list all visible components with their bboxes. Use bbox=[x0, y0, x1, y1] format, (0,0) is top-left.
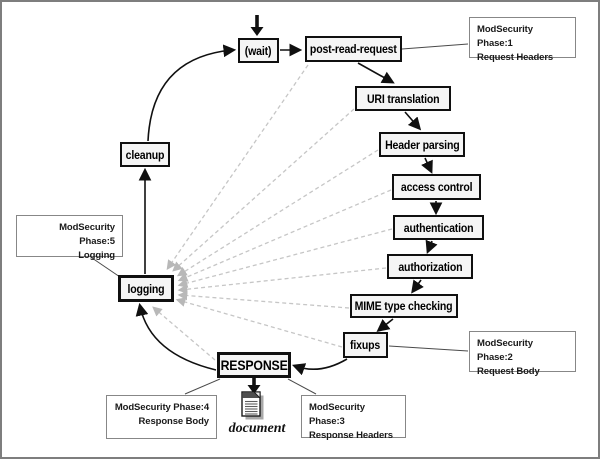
note-modsecurity-phase4: ModSecurity Phase:4 Response Body bbox=[106, 395, 217, 439]
connector-phase3-note bbox=[287, 378, 317, 395]
dashed-ray-authentication-to-logging bbox=[177, 228, 393, 288]
arrow-response-to-logging bbox=[135, 302, 217, 371]
node-access-control-label: access control bbox=[400, 180, 473, 194]
node-fixups: fixups bbox=[343, 332, 388, 358]
note-modsecurity-phase1: ModSecurity Phase:1 Request Headers bbox=[469, 17, 576, 63]
connector-phase4-note bbox=[184, 378, 221, 395]
node-header-parsing-label: Header parsing bbox=[384, 137, 460, 152]
note-phase4-title: ModSecurity Phase:4 bbox=[114, 402, 209, 413]
dashed-ray-uri-to-logging bbox=[172, 108, 355, 272]
arrow-cleanup-to-wait bbox=[147, 44, 237, 142]
node-post-read-request: post-read-request bbox=[305, 36, 402, 62]
node-authentication: authentication bbox=[393, 215, 484, 240]
document-label: document bbox=[228, 421, 286, 436]
node-authorization-label: authorization bbox=[397, 259, 462, 274]
node-wait: (wait) bbox=[238, 38, 279, 63]
node-uri-translation: URI translation bbox=[355, 86, 451, 111]
dashed-ray-response-to-logging bbox=[152, 306, 216, 361]
dashed-ray-mime-to-logging bbox=[177, 290, 350, 309]
arrow-mime-to-fixups bbox=[376, 318, 394, 332]
note-modsecurity-phase3: ModSecurity Phase:3 Response Headers bbox=[301, 395, 406, 441]
note-phase1-subtitle: Request Headers bbox=[477, 51, 554, 63]
node-wait-label: (wait) bbox=[245, 43, 272, 58]
arrow-authentication-to-authorization bbox=[425, 239, 438, 254]
note-modsecurity-phase5: ModSecurity Phase:5 Logging bbox=[16, 215, 123, 261]
node-authentication-label: authentication bbox=[403, 220, 474, 235]
arrow-header-to-access bbox=[421, 157, 433, 174]
dashed-ray-access-to-logging bbox=[177, 189, 392, 282]
note-phase5-title: ModSecurity Phase:5 bbox=[59, 222, 115, 247]
dashed-ray-post-read-to-logging bbox=[166, 64, 309, 271]
node-cleanup-label: cleanup bbox=[125, 147, 165, 162]
node-header-parsing: Header parsing bbox=[379, 132, 465, 157]
node-logging: logging bbox=[118, 275, 174, 302]
arrow-authorization-to-mime bbox=[411, 279, 424, 294]
arrow-post-read-to-uri bbox=[357, 62, 395, 84]
node-response-label: RESPONSE bbox=[220, 357, 288, 373]
node-mime-type-checking-label: MIME type checking bbox=[355, 299, 453, 313]
document-icon bbox=[241, 391, 264, 420]
node-mime-type-checking: MIME type checking bbox=[350, 294, 458, 318]
arrow-entry-to-wait-head bbox=[250, 27, 264, 36]
note-phase1-title: ModSecurity Phase:1 bbox=[477, 24, 533, 49]
connector-phase1-note bbox=[401, 43, 469, 50]
connector-phase2-note bbox=[388, 345, 469, 352]
node-logging-label: logging bbox=[127, 281, 165, 296]
note-phase2-title: ModSecurity Phase:2 bbox=[477, 338, 533, 363]
note-phase3-subtitle: Response Headers bbox=[309, 429, 393, 441]
dashed-ray-authorization-to-logging bbox=[177, 267, 387, 295]
note-phase2-subtitle: Request Body bbox=[477, 365, 540, 377]
arrow-response-to-document-head bbox=[247, 385, 261, 394]
connector-phase5-note bbox=[91, 257, 121, 278]
note-modsecurity-phase2: ModSecurity Phase:2 Request Body bbox=[469, 331, 576, 377]
dashed-ray-header-to-logging bbox=[176, 149, 379, 277]
note-phase5-subtitle: Logging bbox=[78, 249, 115, 261]
arrow-uri-to-header bbox=[404, 111, 422, 131]
arrow-fixups-to-response bbox=[291, 358, 348, 376]
node-response: RESPONSE bbox=[217, 352, 291, 378]
node-authorization: authorization bbox=[387, 254, 473, 279]
note-phase4-subtitle: Response Body bbox=[138, 415, 210, 427]
node-fixups-label: fixups bbox=[350, 338, 381, 352]
node-uri-translation-label: URI translation bbox=[366, 91, 440, 106]
note-phase3-title: ModSecurity Phase:3 bbox=[309, 402, 365, 427]
node-post-read-request-label: post-read-request bbox=[310, 42, 397, 56]
node-access-control: access control bbox=[392, 174, 481, 200]
dashed-ray-fixups-to-logging bbox=[175, 297, 343, 348]
node-cleanup: cleanup bbox=[120, 142, 170, 167]
